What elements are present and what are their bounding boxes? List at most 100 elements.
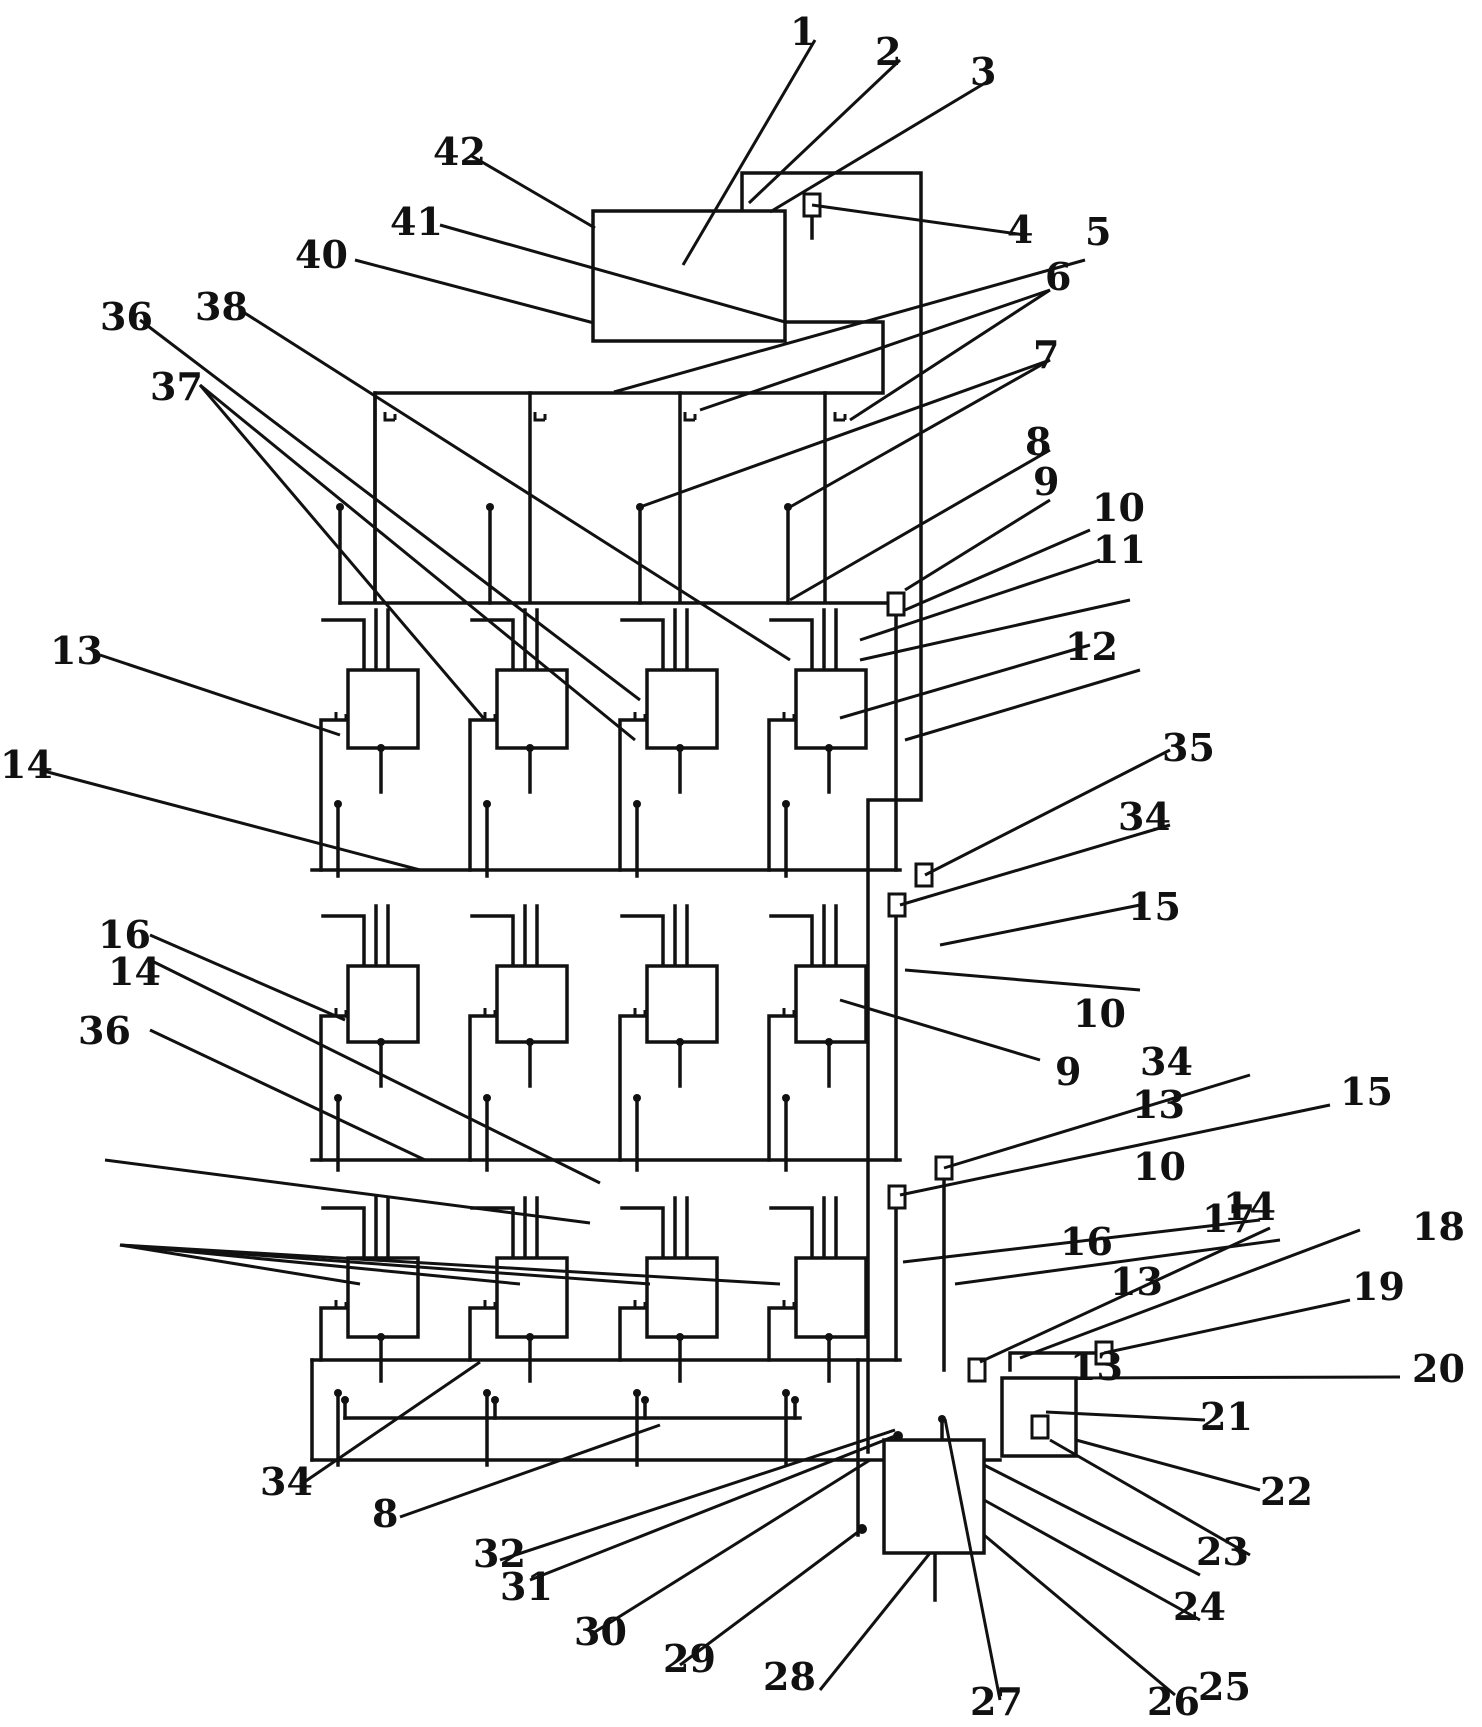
nozzle-symbol [782, 1300, 796, 1310]
sensor-probe-tip [825, 1333, 833, 1341]
callout-label-18: 18 [1412, 1204, 1465, 1249]
drain-pipe [468, 718, 499, 872]
leader-line [639, 358, 1051, 509]
valve-symbol-23 [1030, 1414, 1050, 1440]
callout-label-35: 35 [1162, 725, 1215, 770]
callout-label-21: 21 [1200, 1394, 1253, 1439]
leader-line [818, 1552, 932, 1691]
leader-line [613, 258, 1086, 394]
leader-line [902, 1218, 1261, 1264]
feed-pipe [620, 1206, 665, 1260]
callout-label-1: 1 [790, 9, 816, 54]
sensor-probe-tip [483, 1389, 491, 1397]
callout-label-10: 10 [1133, 1144, 1186, 1189]
callout-label-12: 12 [1065, 624, 1118, 669]
drain-pipe [618, 1306, 649, 1362]
leader-line [1103, 1298, 1351, 1355]
fitting-32 [893, 1431, 903, 1441]
drain-pipe [767, 1306, 798, 1362]
components [334, 192, 1114, 1555]
drain-pipe [618, 718, 649, 872]
sensor-probe-tip [676, 744, 684, 752]
leader-line [119, 1243, 361, 1286]
callout-label-10: 10 [1092, 485, 1145, 530]
leader-line [439, 223, 786, 324]
sensor-probe-tip [334, 800, 342, 808]
leader-line [979, 1226, 1271, 1364]
leader-line [939, 903, 1141, 947]
callout-label-20: 20 [1412, 1346, 1465, 1391]
feed-pipe [620, 618, 665, 672]
leader-line [139, 318, 641, 702]
callout-label-26: 26 [1147, 1679, 1200, 1724]
callout-label-2: 2 [875, 29, 901, 74]
callout-label-9: 9 [1033, 459, 1059, 504]
leader-line [839, 643, 1091, 720]
nozzle-symbol [633, 1008, 647, 1018]
nozzle-symbol [782, 1008, 796, 1018]
leader-line [399, 1423, 661, 1519]
leader-line [859, 598, 1131, 662]
feed-pipe [470, 1206, 515, 1260]
callout-label-16: 16 [1060, 1219, 1113, 1264]
sensor-probe-tip [336, 503, 344, 511]
leader-line [1019, 1228, 1361, 1360]
leader-line [681, 39, 817, 266]
reactor-cell-1-1 [346, 668, 420, 750]
leader-line [239, 308, 791, 662]
leader-line [924, 748, 1171, 877]
nozzle-symbol [334, 1008, 348, 1018]
callout-label-31: 31 [500, 1564, 553, 1609]
sensor-probe-tip [334, 1094, 342, 1102]
leader-line [99, 653, 341, 737]
sensor-probe-tip [526, 1038, 534, 1046]
sensor-probe-tip [676, 1038, 684, 1046]
leader-line [149, 933, 346, 1022]
feed-pipe [620, 914, 665, 968]
callout-label-13: 13 [50, 628, 103, 673]
nozzle-symbol [533, 412, 547, 422]
leader-line [983, 1463, 1201, 1577]
leader-line [499, 1428, 896, 1562]
callout-label-13: 13 [1070, 1344, 1123, 1389]
callout-label-38: 38 [195, 284, 248, 329]
nozzle-symbol [483, 1300, 497, 1310]
valve-symbol-10 [887, 1184, 907, 1210]
drain-pipe [767, 1014, 798, 1162]
feed-pipe [769, 914, 814, 968]
callout-label-8: 8 [1025, 419, 1051, 464]
valve-symbol-17 [967, 1357, 987, 1383]
reactor-cell-3-4 [794, 1256, 868, 1339]
callout-label-24: 24 [1173, 1584, 1226, 1629]
leader-line [839, 998, 1041, 1062]
sensor-probe-tip [641, 1396, 649, 1404]
valve-symbol-9 [886, 591, 906, 617]
sensor-probe-tip [676, 1333, 684, 1341]
leader-line [983, 1498, 1201, 1622]
leader-line [859, 558, 1101, 642]
drain-pipe [319, 1014, 350, 1162]
leader-line [469, 153, 596, 230]
callout-label-27: 27 [970, 1679, 1023, 1724]
leader-line [39, 768, 421, 872]
callout-label-5: 5 [1085, 209, 1111, 254]
callout-label-23: 23 [1196, 1529, 1249, 1574]
drain-pipe [767, 718, 798, 872]
nozzle-symbol [833, 412, 847, 422]
leader-line [747, 58, 902, 205]
callout-label-25: 25 [1198, 1664, 1251, 1709]
sensor-probe-tip [377, 744, 385, 752]
callout-label-32: 32 [473, 1531, 526, 1576]
callout-label-7: 7 [1033, 332, 1059, 377]
callout-label-14: 14 [108, 949, 161, 994]
leader-line [904, 668, 1141, 742]
leader-line [589, 1458, 871, 1637]
callout-label-34: 34 [260, 1459, 313, 1504]
feed-pipe [470, 914, 515, 968]
leader-line [943, 1073, 1251, 1170]
reactor-cell-1-4 [794, 668, 868, 750]
callout-label-10: 10 [1073, 991, 1126, 1036]
callout-label-17: 17 [1202, 1196, 1255, 1241]
leader-line [1045, 1410, 1206, 1422]
